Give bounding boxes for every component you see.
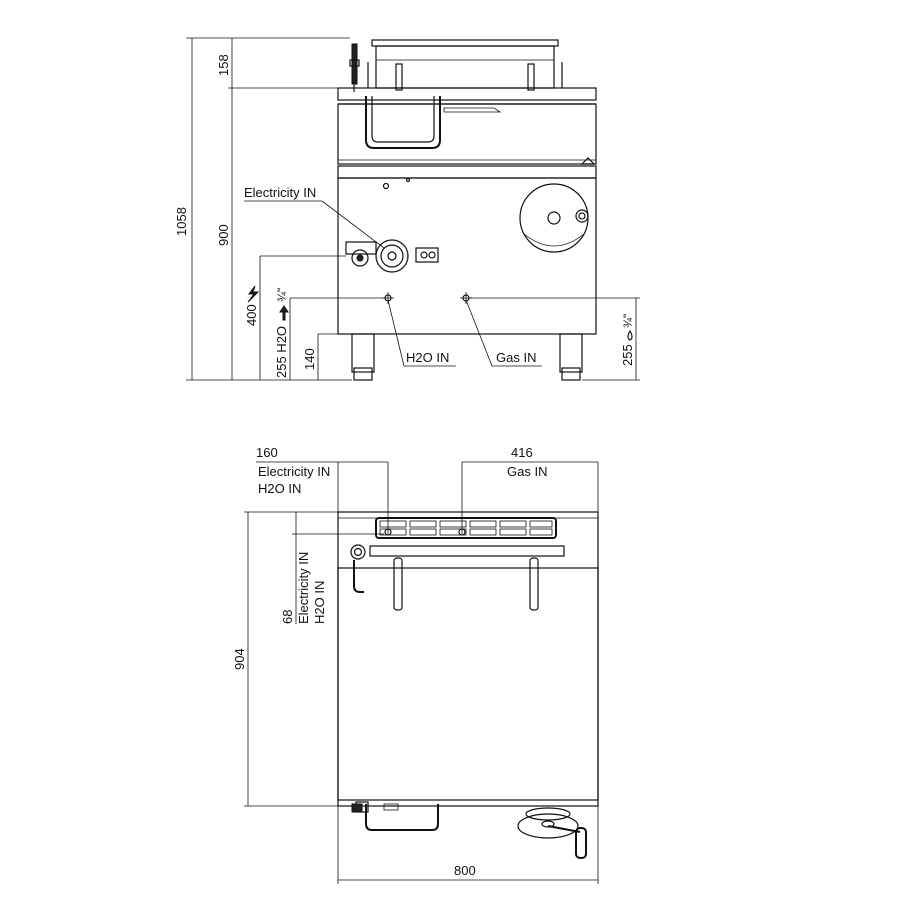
- side-label-h2o-in: H2O IN: [312, 581, 327, 624]
- dim-400: 400: [244, 304, 259, 326]
- label-h2o-in: H2O IN: [406, 350, 449, 365]
- top-view: 160 Electricity IN H2O IN 416 Gas IN 904…: [232, 445, 599, 884]
- lightning-icon: [247, 285, 260, 303]
- dim-255-h2o: 255 H2O: [274, 326, 289, 378]
- gas-drop-icon: [627, 329, 633, 341]
- top-label-gas-in: Gas IN: [507, 464, 547, 479]
- control-panel: [345, 239, 439, 273]
- legs: [351, 333, 583, 381]
- top-front-handle: [351, 801, 439, 831]
- top-tilting-wheel: [517, 807, 587, 859]
- dim-158: 158: [216, 54, 231, 76]
- connection-markers: [382, 292, 472, 304]
- up-arrow-icon: [279, 305, 289, 321]
- top-tap: [350, 544, 366, 593]
- dim-255-gas: 255: [620, 344, 635, 366]
- lid: [367, 39, 563, 91]
- label-gas-in: Gas IN: [496, 350, 536, 365]
- top-label-electricity-in: Electricity IN: [258, 464, 330, 479]
- top-deck: [337, 87, 597, 113]
- top-label-h2o-in: H2O IN: [258, 481, 301, 496]
- dim-900: 900: [216, 224, 231, 246]
- front-dimension-lines: [186, 37, 640, 381]
- water-tap: [349, 43, 360, 92]
- label-electricity-in: Electricity IN: [244, 185, 316, 200]
- dim-h2o-size: ¾": [275, 288, 289, 302]
- tilting-wheel: [519, 183, 589, 253]
- front-view: 1058 158 900 400 255 H2O ¾" 140 255 ¾" E…: [174, 37, 640, 381]
- top-dimension-lines: [244, 461, 599, 884]
- dim-800: 800: [454, 863, 476, 878]
- dim-1058: 1058: [174, 207, 189, 236]
- dim-160: 160: [256, 445, 278, 460]
- dim-140: 140: [302, 348, 317, 370]
- dim-gas-size: ¾": [621, 314, 635, 328]
- pan-front: [337, 96, 597, 165]
- dim-416: 416: [511, 445, 533, 460]
- dim-904: 904: [232, 648, 247, 670]
- rear-grille: [375, 517, 557, 539]
- side-label-electricity-in: Electricity IN: [296, 552, 311, 624]
- dim-68: 68: [280, 610, 295, 624]
